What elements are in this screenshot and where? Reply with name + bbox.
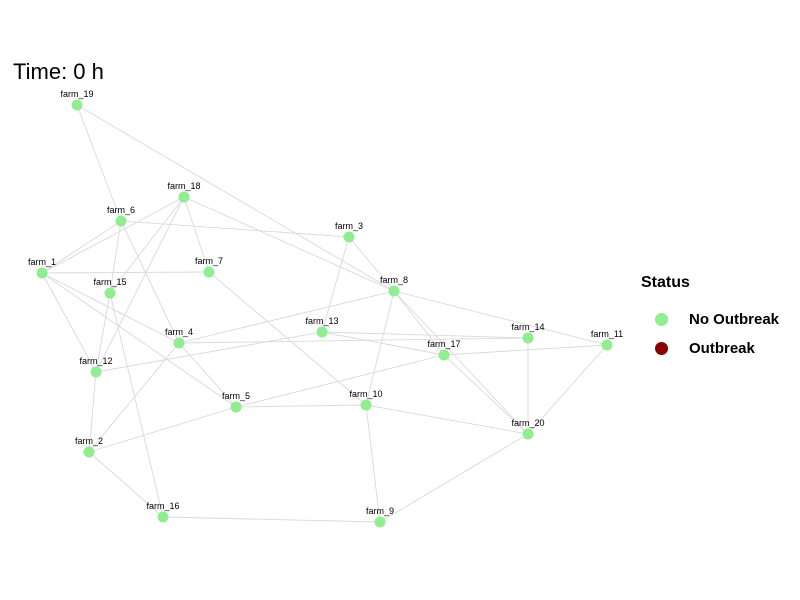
edge-farm_1-farm_7 [41, 271, 210, 274]
edge-layer [41, 104, 608, 523]
edge-farm_8-farm_4 [178, 290, 395, 344]
edge-farm_3-farm_8 [348, 236, 395, 292]
node-farm_4 [173, 337, 185, 349]
edge-farm_3-farm_13 [321, 236, 350, 333]
node-layer [36, 99, 613, 528]
node-label-farm_13: farm_13 [305, 316, 338, 326]
node-farm_19 [71, 99, 83, 111]
edge-farm_17-farm_11 [443, 344, 608, 356]
edge-farm_2-farm_16 [88, 451, 164, 518]
edge-farm_6-farm_15 [109, 220, 122, 294]
edge-farm_10-farm_9 [365, 404, 381, 523]
node-label-farm_6: farm_6 [107, 205, 135, 215]
legend-label-no-outbreak: No Outbreak [689, 311, 780, 328]
node-label-farm_3: farm_3 [335, 221, 363, 231]
edge-farm_8-farm_11 [393, 290, 608, 346]
node-label-farm_8: farm_8 [380, 275, 408, 285]
edge-farm_1-farm_12 [41, 272, 97, 373]
edge-farm_6-farm_4 [120, 220, 180, 344]
edge-farm_18-farm_1 [41, 196, 185, 274]
edge-farm_1-farm_5 [41, 272, 237, 408]
node-farm_16 [157, 511, 169, 523]
legend: Status No Outbreak Outbreak [641, 274, 779, 363]
edge-farm_13-farm_12 [95, 331, 323, 373]
edge-farm_4-farm_5 [178, 342, 237, 408]
edge-farm_18-farm_12 [95, 196, 185, 373]
edge-farm_13-farm_17 [321, 331, 445, 356]
node-farm_6 [115, 215, 127, 227]
node-farm_13 [316, 326, 328, 338]
node-label-farm_5: farm_5 [222, 391, 250, 401]
edge-farm_4-farm_14 [178, 337, 529, 344]
node-label-farm_14: farm_14 [511, 322, 544, 332]
edge-farm_16-farm_9 [162, 516, 381, 523]
node-label-farm_19: farm_19 [60, 89, 93, 99]
legend-item-outbreak: Outbreak [641, 334, 779, 363]
node-label-farm_10: farm_10 [349, 389, 382, 399]
legend-title: Status [641, 274, 690, 291]
edge-farm_8-farm_20 [393, 290, 529, 435]
node-label-farm_9: farm_9 [366, 506, 394, 516]
node-label-farm_2: farm_2 [75, 436, 103, 446]
edge-farm_17-farm_5 [235, 354, 445, 408]
node-label-farm_11: farm_11 [591, 329, 623, 339]
edge-farm_19-farm_8 [76, 104, 395, 292]
legend-item-no-outbreak: No Outbreak [641, 305, 779, 334]
node-farm_20 [522, 428, 534, 440]
node-farm_11 [601, 339, 613, 351]
time-title: Time: 0 h [13, 59, 104, 84]
node-label-farm_7: farm_7 [195, 256, 223, 266]
node-farm_7 [203, 266, 215, 278]
node-farm_14 [522, 332, 534, 344]
legend-dot-outbreak [655, 342, 668, 355]
edge-farm_18-farm_15 [109, 196, 185, 294]
edge-farm_4-farm_2 [88, 342, 180, 453]
edge-farm_12-farm_2 [88, 371, 97, 453]
edge-farm_15-farm_16 [109, 292, 164, 518]
label-layer: farm_1farm_2farm_3farm_4farm_5farm_6farm… [28, 89, 623, 516]
node-farm_17 [438, 349, 450, 361]
edge-farm_1-farm_4 [41, 272, 180, 344]
node-label-farm_17: farm_17 [427, 339, 460, 349]
edge-farm_15-farm_12 [95, 292, 111, 373]
edge-farm_18-farm_7 [183, 196, 210, 273]
node-label-farm_12: farm_12 [79, 356, 112, 366]
edge-farm_5-farm_10 [235, 404, 367, 408]
edge-farm_18-farm_8 [183, 196, 395, 292]
edge-farm_9-farm_20 [379, 433, 529, 523]
node-label-farm_16: farm_16 [146, 501, 179, 511]
legend-dot-no-outbreak [655, 313, 668, 326]
node-farm_1 [36, 267, 48, 279]
node-label-farm_1: farm_1 [28, 257, 56, 267]
edge-farm_10-farm_20 [365, 404, 529, 435]
node-farm_8 [388, 285, 400, 297]
edge-farm_13-farm_14 [321, 331, 529, 339]
node-label-farm_15: farm_15 [93, 277, 126, 287]
node-farm_15 [104, 287, 116, 299]
node-farm_10 [360, 399, 372, 411]
edge-farm_6-farm_1 [41, 220, 122, 274]
node-farm_12 [90, 366, 102, 378]
edge-farm_6-farm_3 [120, 220, 350, 238]
legend-label-outbreak: Outbreak [689, 340, 755, 357]
edge-farm_8-farm_10 [365, 290, 395, 406]
node-label-farm_4: farm_4 [165, 327, 193, 337]
node-farm_18 [178, 191, 190, 203]
node-farm_3 [343, 231, 355, 243]
edge-farm_11-farm_20 [527, 344, 608, 435]
edge-farm_17-farm_20 [443, 354, 529, 435]
node-farm_5 [230, 401, 242, 413]
edge-farm_5-farm_2 [88, 406, 237, 453]
node-farm_9 [374, 516, 386, 528]
node-label-farm_20: farm_20 [511, 418, 544, 428]
node-farm_2 [83, 446, 95, 458]
edge-farm_19-farm_6 [76, 104, 122, 222]
edge-farm_8-farm_17 [393, 290, 445, 356]
node-label-farm_18: farm_18 [167, 181, 200, 191]
